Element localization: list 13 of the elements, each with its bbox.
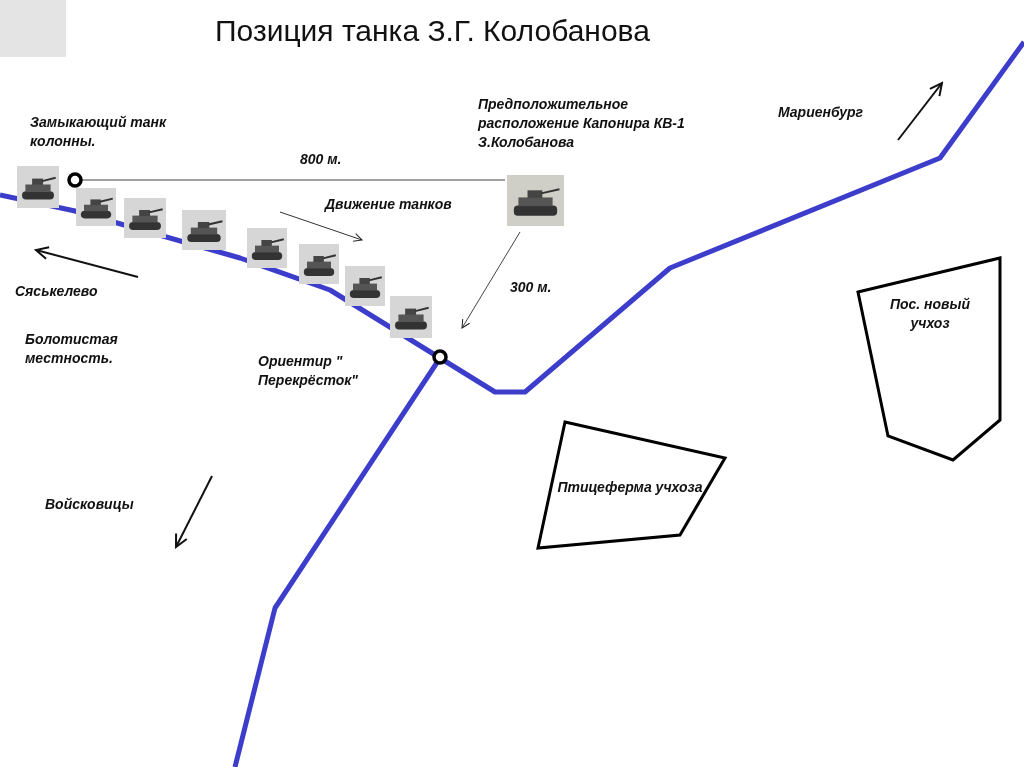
landmark-label: Ориентир " Перекрёсток" [258, 352, 359, 390]
title: Позиция танка З.Г. Колобанова [215, 14, 650, 48]
place-label: Пос. новый учхоз [888, 295, 972, 333]
distance-label: 300 м. [510, 278, 552, 297]
caption: Движение танков [325, 195, 452, 214]
caption: Замыкающий танк колонны. [30, 113, 168, 151]
distance-label: 800 м. [300, 150, 342, 169]
caption: Болотистая местность. [25, 330, 119, 368]
place-label: Войсковицы [45, 495, 134, 514]
place-label: Мариенбург [778, 103, 864, 122]
place-label: Сяськелево [15, 282, 98, 301]
caption: Предположительное расположение Капонира КВ-1 З.Колобанова [478, 95, 686, 152]
place-label: Птицеферма учхоза [556, 478, 704, 497]
